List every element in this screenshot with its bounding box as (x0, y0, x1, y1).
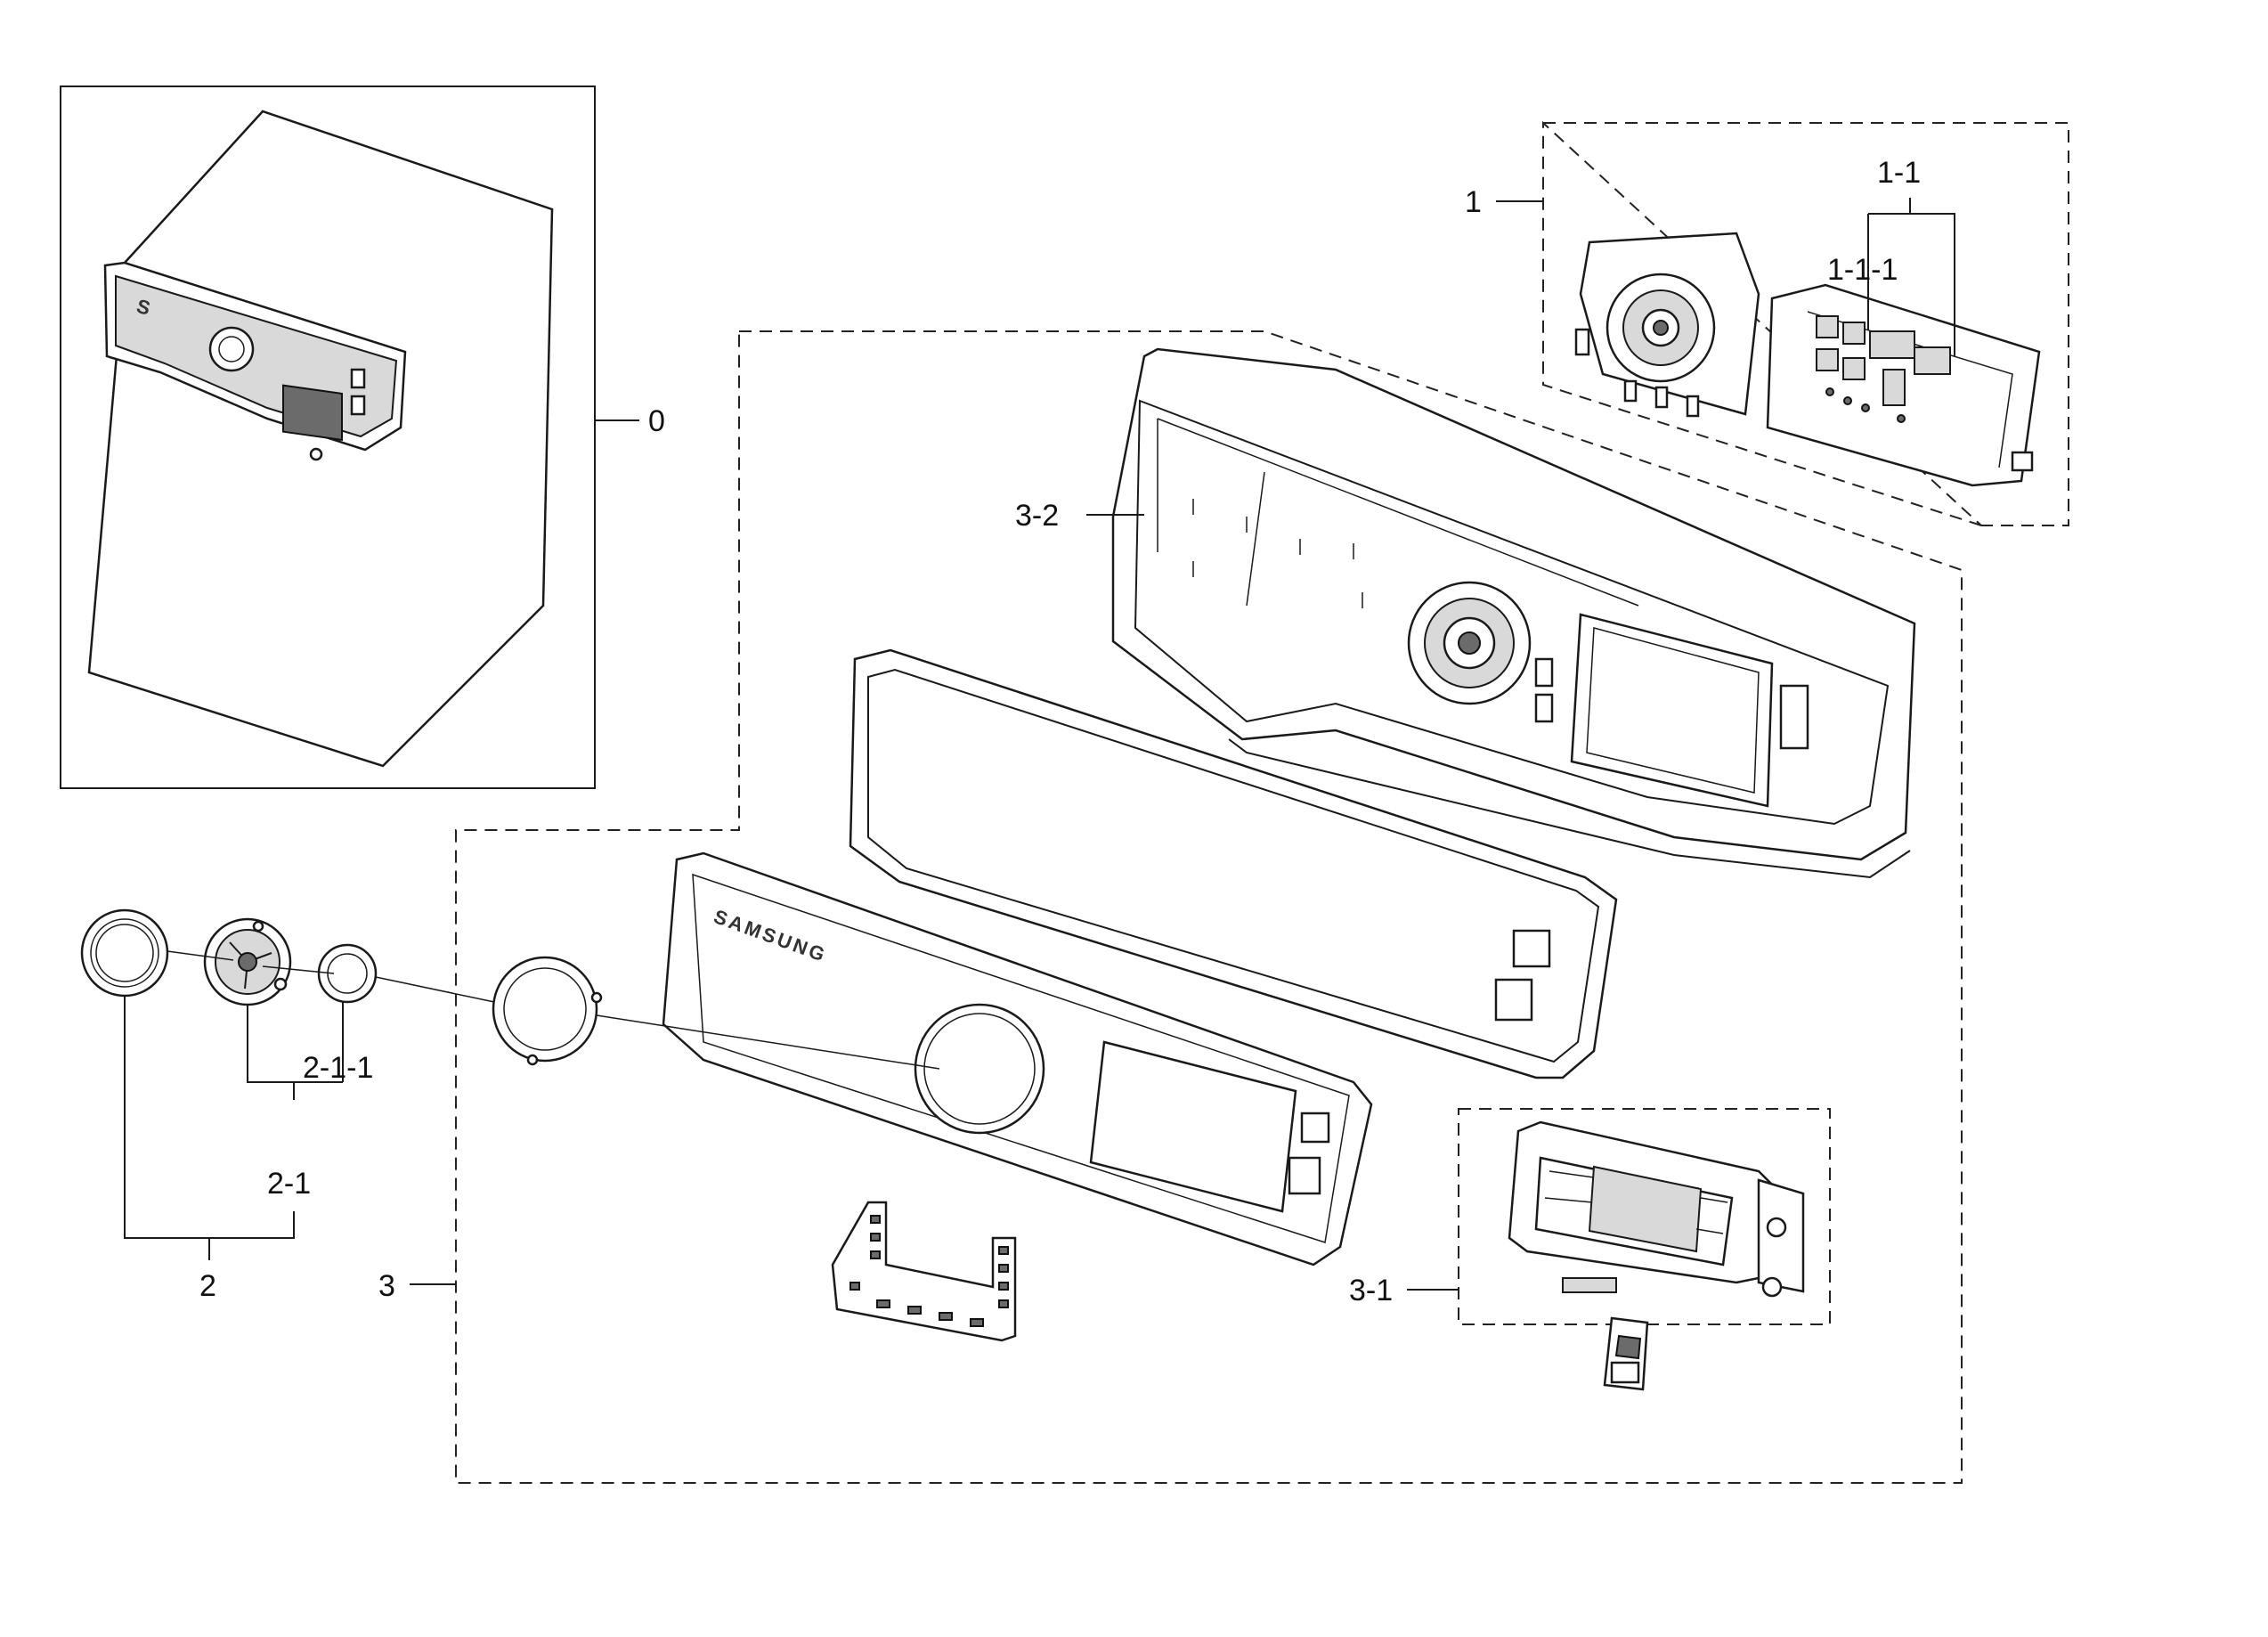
callout-2: 2 (199, 1269, 216, 1303)
assembly-3-frame (455, 330, 1963, 1484)
callout-1-1-1: 1-1-1 (1827, 253, 1898, 287)
control-panel-housing-3-2 (1111, 347, 1916, 879)
assembly-0-washer-frame: S (60, 86, 639, 789)
leader-bezel-to-panel (596, 1014, 940, 1070)
callout-2-1: 2-1 (267, 1167, 311, 1201)
callout-3-1: 3-1 (1349, 1274, 1393, 1307)
washer-body (87, 110, 554, 768)
gasket-frame (849, 648, 1618, 1079)
leader-ring-to-knob (167, 950, 234, 961)
leader-knob-to-cap (262, 965, 335, 974)
callout-1: 1 (1465, 185, 1482, 219)
callout-2-1-1: 2-1-1 (303, 1051, 373, 1085)
bezel-ring (492, 956, 603, 1066)
assembly-1-frame (1542, 120, 2069, 526)
callout-0: 0 (648, 404, 665, 438)
svg-text:S: S (134, 295, 156, 321)
pcb-assembly (1574, 232, 2041, 487)
leader-cap-to-bezel (375, 976, 495, 1003)
knob-assembly (203, 917, 292, 1006)
button-membrane (831, 1201, 1017, 1342)
callout-1-1: 1-1 (1877, 156, 1921, 190)
display-board-3-1 (1508, 1120, 1805, 1391)
assembly-3-1-frame (1458, 1108, 1831, 1325)
knob-ring (80, 908, 169, 998)
callout-3: 3 (378, 1269, 395, 1303)
front-decor-panel: SAMSUNG (662, 851, 1373, 1266)
callout-3-2: 3-2 (1015, 499, 1059, 533)
